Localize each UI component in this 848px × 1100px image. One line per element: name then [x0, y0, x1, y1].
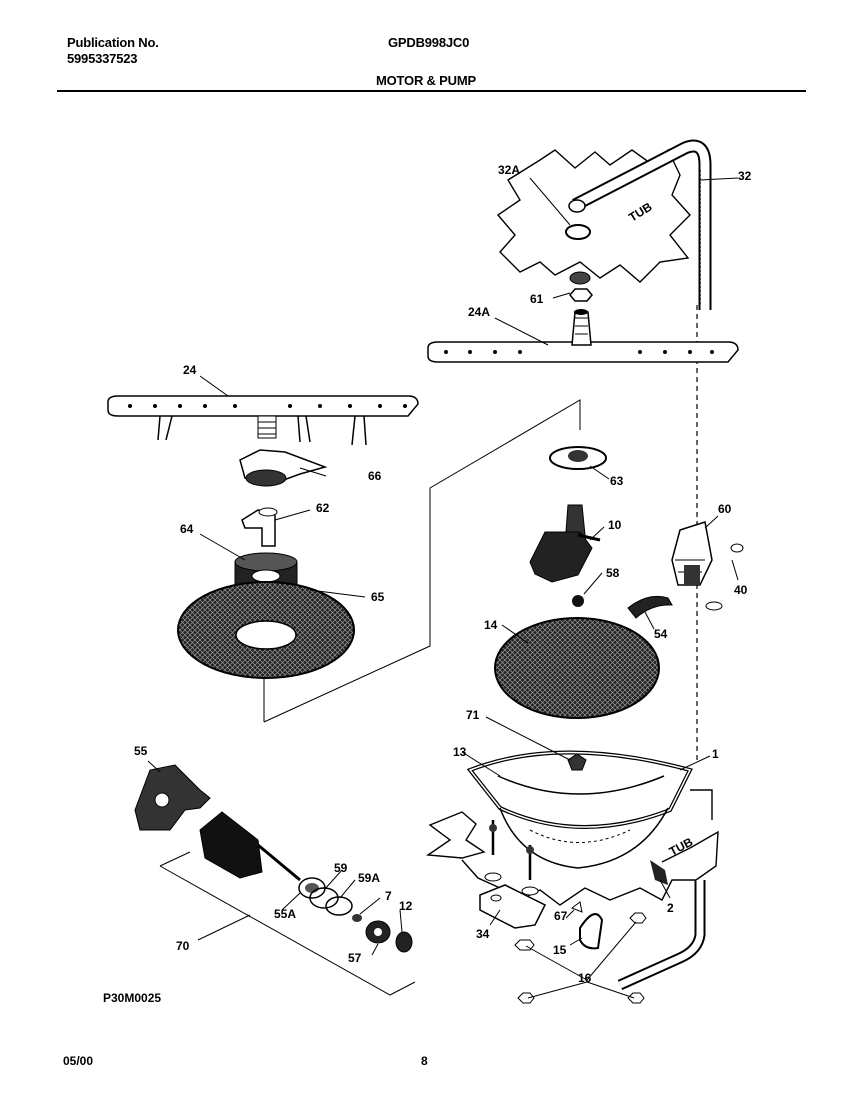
callout-63: 63 [610, 474, 624, 488]
footer-date: 05/00 [63, 1054, 94, 1068]
valve-60 [671, 521, 713, 586]
publication-label: Publication No. [67, 35, 159, 50]
callout-66: 66 [368, 469, 382, 483]
callout-10: 10 [608, 518, 622, 532]
callout-61: 61 [530, 292, 544, 306]
callout-34: 34 [476, 927, 490, 941]
callout-71: 71 [466, 708, 480, 722]
ball-58 [572, 595, 584, 607]
oring-59 [309, 887, 339, 909]
part-12 [395, 931, 413, 953]
publication-number: 5995337523 [67, 51, 138, 66]
drain-hose-inner [618, 880, 704, 989]
bracket-line-left [263, 399, 581, 723]
part-40-upper [730, 543, 744, 553]
pump-housing-10 [529, 504, 601, 583]
upper-spray-arm-24a [427, 309, 739, 363]
callout-57: 57 [348, 951, 362, 965]
lower-spray-arm-24 [107, 395, 419, 446]
part-63 [549, 446, 607, 470]
callout-32a: 32A [498, 163, 520, 177]
callout-65: 65 [371, 590, 385, 604]
callout-58: 58 [606, 566, 620, 580]
callout-24a: 24A [468, 305, 490, 319]
fasteners [484, 820, 668, 1004]
callout-55a: 55A [274, 907, 296, 921]
part-7 [352, 914, 362, 922]
callout-12: 12 [399, 899, 413, 913]
callout-59: 59 [334, 861, 348, 875]
callout-62: 62 [316, 501, 330, 515]
callout-7: 7 [385, 889, 392, 903]
callout-14: 14 [484, 618, 498, 632]
drawing-code: P30M0025 [103, 991, 161, 1005]
part-40-lower [705, 601, 723, 611]
header-rule [57, 90, 806, 92]
coarse-filter-14 [494, 617, 660, 719]
gasket-34-hole [490, 894, 502, 902]
callout-16: 16 [578, 971, 592, 985]
part-66 [239, 449, 328, 487]
motor-55a [199, 811, 326, 899]
callout-60: 60 [718, 502, 732, 516]
motor-bracket-55 [134, 764, 211, 831]
supply-tube [568, 139, 712, 310]
part-15 [570, 901, 583, 913]
callout-24: 24 [183, 363, 197, 377]
tub-label-lower: TUB [667, 835, 696, 859]
tub-fragment-upper: TUB [496, 148, 691, 283]
tub-fragment-lower: TUB [425, 789, 719, 906]
tub-label-upper: TUB [626, 199, 655, 224]
clamp-67 [579, 913, 604, 950]
model-number: GPDB998JC0 [388, 35, 470, 50]
callout-59a: 59A [358, 871, 380, 885]
footer-page-number: 8 [421, 1054, 428, 1068]
callout-13: 13 [453, 745, 467, 759]
hose-54 [627, 595, 673, 619]
fine-filter-65 [177, 581, 355, 679]
callout-70: 70 [176, 939, 190, 953]
oring-59a [325, 896, 353, 916]
callout-67: 67 [554, 909, 568, 923]
callout-54: 54 [654, 627, 668, 641]
callout-40: 40 [734, 583, 748, 597]
nut-32a [565, 224, 591, 240]
section-title: MOTOR & PUMP [376, 73, 476, 88]
callout-2: 2 [667, 901, 674, 915]
sump-assembly-13 [466, 750, 693, 869]
callout-55: 55 [134, 744, 148, 758]
bracket-line-70 [159, 851, 416, 996]
callout-32: 32 [738, 169, 752, 183]
part-62 [241, 507, 278, 547]
cap-61 [569, 271, 591, 285]
callout-1: 1 [712, 747, 719, 761]
impeller-57-hub [374, 928, 382, 936]
callout-15: 15 [553, 943, 567, 957]
leader-lines [147, 177, 739, 999]
callout-64: 64 [180, 522, 194, 536]
nut-61 [569, 288, 593, 302]
